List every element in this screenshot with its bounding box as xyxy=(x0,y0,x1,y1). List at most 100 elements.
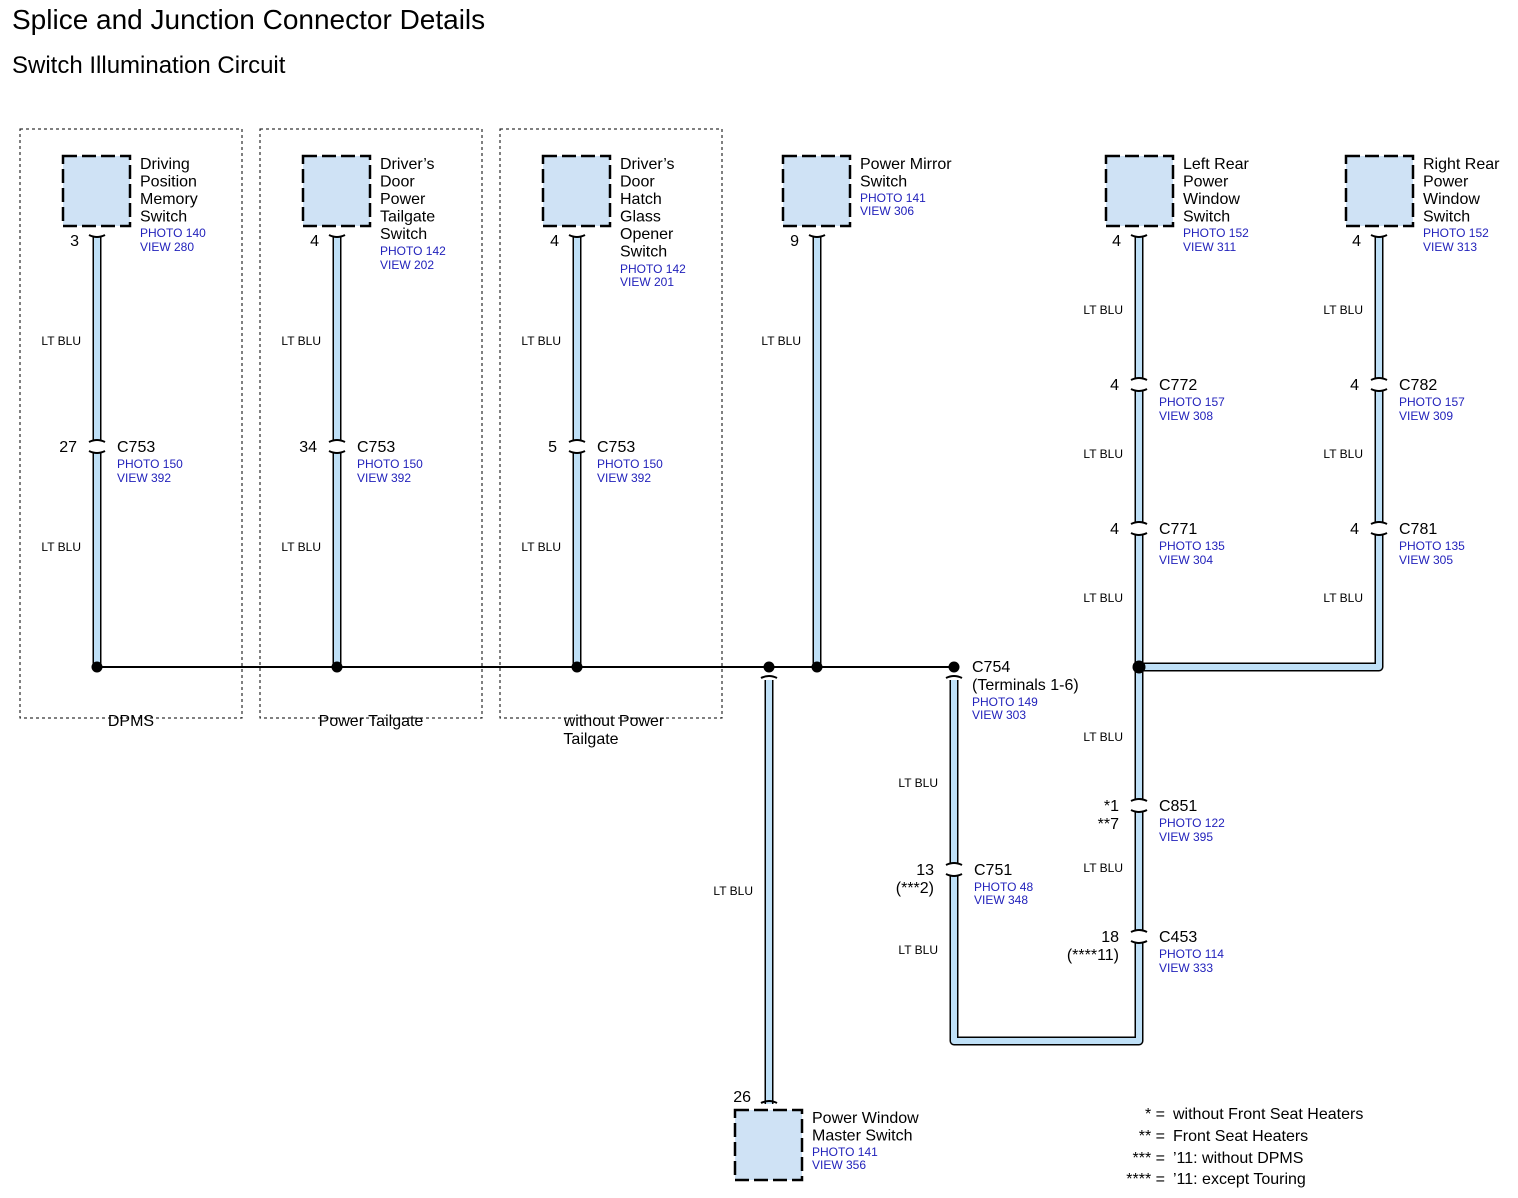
connector-pin-alt: (****11) xyxy=(1067,947,1119,964)
connector-view: VIEW 392 xyxy=(357,471,411,485)
connector-c782-name: C782 xyxy=(1399,377,1437,394)
group-label-without-power-tailgate-line2: Tailgate xyxy=(563,731,618,748)
connector-photo: PHOTO 150 xyxy=(597,457,663,471)
connector-pin: 18 xyxy=(1101,929,1119,946)
connector-pin: 4 xyxy=(1110,377,1119,394)
connector-view: VIEW 309 xyxy=(1399,409,1453,423)
splice-points xyxy=(91,660,1146,674)
right-rear-power-window-switch-photo: PHOTO 152 xyxy=(1423,226,1489,240)
splice-dot xyxy=(763,661,775,673)
wire-color-label: LT BLU xyxy=(1083,447,1123,461)
connector-view: VIEW 308 xyxy=(1159,409,1213,423)
drivers-door-power-tailgate-switch-view: VIEW 202 xyxy=(380,258,434,272)
wire-color-label: LT BLU xyxy=(713,884,753,898)
wire-color-label: LT BLU xyxy=(1323,303,1363,317)
connector-marks xyxy=(88,234,1388,1104)
connector-photo: PHOTO 135 xyxy=(1159,539,1225,553)
splice-dot xyxy=(571,661,583,673)
wire-color-label: LT BLU xyxy=(1083,730,1123,744)
driving-position-memory-switch-box xyxy=(61,154,132,228)
group-box-dpms xyxy=(19,128,243,719)
power-mirror-switch-view: VIEW 306 xyxy=(860,204,914,218)
power-mirror-switch-label: Power Mirror Switch xyxy=(860,156,956,191)
pin-label: 9 xyxy=(790,233,799,250)
legend-text: without Front Seat Heaters xyxy=(1172,1106,1363,1123)
connector-pin: *1 xyxy=(1104,798,1119,815)
wire-color-label: LT BLU xyxy=(281,334,321,348)
connector-c754-note: (Terminals 1-6) xyxy=(972,677,1079,694)
connector-photo: PHOTO 157 xyxy=(1399,395,1465,409)
connector-photo: PHOTO 135 xyxy=(1399,539,1465,553)
legend-key: ** = xyxy=(1139,1128,1165,1145)
connector-pin: 27 xyxy=(59,439,77,456)
legend-key: *** = xyxy=(1133,1150,1165,1167)
power-mirror-switch-photo: PHOTO 141 xyxy=(860,191,926,205)
legend-text: Front Seat Heaters xyxy=(1173,1128,1308,1145)
wire-color-label: LT BLU xyxy=(761,334,801,348)
drivers-door-power-tailgate-switch-photo: PHOTO 142 xyxy=(380,244,446,258)
drivers-door-hatch-glass-opener-switch-box xyxy=(541,154,612,228)
page-subtitle: Switch Illumination Circuit xyxy=(12,52,286,79)
connector-view: VIEW 395 xyxy=(1159,830,1213,844)
group-label-power-tailgate: Power Tailgate xyxy=(319,713,424,730)
connector-c771-name: C771 xyxy=(1159,521,1197,538)
wire-color-label: LT BLU xyxy=(898,943,938,957)
right-rear-power-window-switch-label: Right Rear Power Window Switch xyxy=(1423,156,1504,226)
driving-position-memory-switch-label: Driving Position Memory Switch xyxy=(140,156,202,226)
connector-pin: 5 xyxy=(548,439,557,456)
wires xyxy=(92,236,1384,1104)
connector-c772-name: C772 xyxy=(1159,377,1197,394)
connector-photo: PHOTO 48 xyxy=(974,880,1033,894)
connector-c781-name: C781 xyxy=(1399,521,1437,538)
right-rear-power-window-switch-view: VIEW 313 xyxy=(1423,240,1477,254)
wire-color-label: LT BLU xyxy=(41,540,81,554)
connector-pin: 4 xyxy=(1350,377,1359,394)
connector-photo: PHOTO 149 xyxy=(972,695,1038,709)
wire-c751-c453 xyxy=(951,876,1142,1044)
connector-c754-name: C754 xyxy=(972,659,1010,676)
legend-text: ’11: without DPMS xyxy=(1173,1150,1303,1167)
wire-color-label: LT BLU xyxy=(521,334,561,348)
connector-pin: 4 xyxy=(1350,521,1359,538)
splice-dot xyxy=(1132,660,1146,674)
left-rear-power-window-switch-label: Left Rear Power Window Switch xyxy=(1183,156,1253,226)
connector-photo: PHOTO 122 xyxy=(1159,816,1225,830)
left-rear-power-window-switch-photo: PHOTO 152 xyxy=(1183,226,1249,240)
connector-c851-name: C851 xyxy=(1159,798,1197,815)
left-rear-power-window-switch-view: VIEW 311 xyxy=(1183,240,1236,254)
splice-dot xyxy=(811,661,823,673)
page-title: Splice and Junction Connector Details xyxy=(12,4,485,35)
group-label-dpms: DPMS xyxy=(108,713,154,730)
splice-dot xyxy=(331,661,343,673)
splice-dot xyxy=(948,661,960,673)
connector-view: VIEW 333 xyxy=(1159,961,1213,975)
connector-photo: PHOTO 157 xyxy=(1159,395,1225,409)
pin-label: 26 xyxy=(733,1089,751,1106)
connector-pin: 13 xyxy=(916,862,934,879)
drivers-door-power-tailgate-switch-label: Driver’s Door Power Tailgate Switch xyxy=(380,156,440,243)
drivers-door-hatch-glass-opener-switch-photo: PHOTO 142 xyxy=(620,262,686,276)
wire-right-rear-3 xyxy=(1142,535,1382,670)
connector-photo: PHOTO 150 xyxy=(357,457,423,471)
connector-pin: 4 xyxy=(1110,521,1119,538)
pin-label: 4 xyxy=(310,233,319,250)
power-window-master-switch-box xyxy=(733,1108,804,1182)
connector-pin-alt: (***2) xyxy=(896,880,934,897)
connector-photo: PHOTO 150 xyxy=(117,457,183,471)
connector-c453-name: C453 xyxy=(1159,929,1197,946)
wire-color-label: LT BLU xyxy=(521,540,561,554)
drivers-door-hatch-glass-opener-switch-view: VIEW 201 xyxy=(620,275,674,289)
group-box-power-tailgate xyxy=(259,128,483,719)
pin-label: 4 xyxy=(1112,233,1121,250)
power-window-master-switch-label: Power Window Master Switch xyxy=(812,1110,923,1145)
drivers-door-hatch-glass-opener-switch-label: Driver’s Door Hatch Glass Opener Switch xyxy=(620,156,679,261)
wire-color-label: LT BLU xyxy=(41,334,81,348)
power-window-master-switch-view: VIEW 356 xyxy=(812,1158,866,1172)
legend-key: * = xyxy=(1145,1106,1165,1123)
power-mirror-switch-box xyxy=(781,154,852,228)
pin-label: 3 xyxy=(70,233,79,250)
wire-color-label: LT BLU xyxy=(898,776,938,790)
connector-c751-name: C751 xyxy=(974,862,1012,879)
driving-position-memory-switch-photo: PHOTO 140 xyxy=(140,226,206,240)
